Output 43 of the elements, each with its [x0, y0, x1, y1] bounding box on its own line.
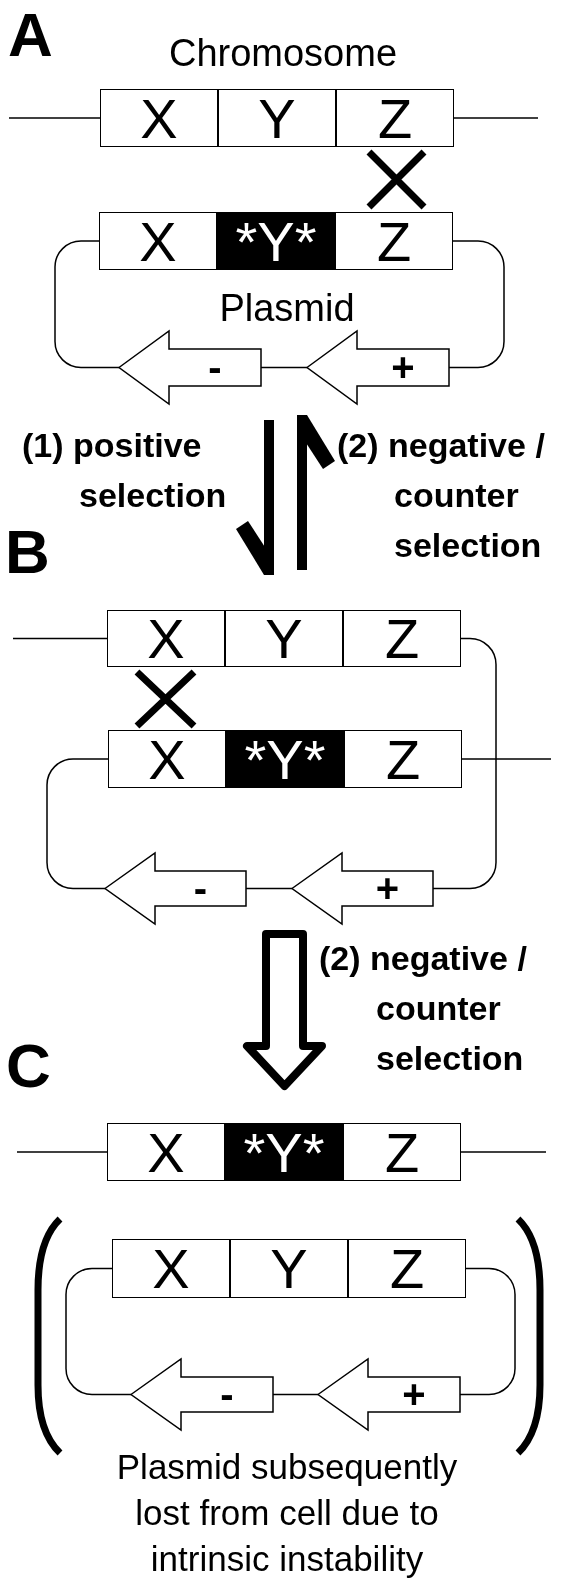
edge-label: (2) negative / counter selection	[319, 938, 528, 1079]
gene-segment: Z	[344, 730, 462, 788]
selection-marker-gene: -	[105, 853, 246, 924]
mutated-gene-segment: *Y*	[225, 1123, 343, 1181]
gene-segment: X	[107, 610, 225, 667]
dna-line	[65, 1267, 132, 1396]
plasmid-label: Plasmid	[218, 286, 356, 330]
gene-segment: Y	[225, 610, 343, 667]
dna-line	[16, 1151, 108, 1153]
gene-segment: X	[99, 212, 217, 270]
selection-marker-gene: -	[119, 331, 261, 404]
dna-line	[460, 1151, 547, 1153]
panel-letter: B	[5, 521, 50, 583]
chromosome-label: Chromosome	[167, 31, 399, 75]
gene-segment: X	[100, 89, 218, 147]
selection-marker-gene: +	[292, 853, 433, 924]
note-text: Plasmid subsequently lost from cell due to intrinsic instability	[115, 1446, 459, 1580]
panel-letter: A	[8, 4, 53, 66]
panel-letter: C	[6, 1035, 51, 1097]
gene-segment: Y	[230, 1239, 348, 1298]
dna-line	[46, 758, 109, 890]
gene-segment: Z	[335, 212, 453, 270]
edge-label: (1) positive selection	[22, 425, 228, 516]
gene-segment: Y	[218, 89, 336, 147]
selection-marker-gene: -	[131, 1359, 273, 1430]
dna-line	[453, 117, 539, 119]
gene-segment: Z	[336, 89, 454, 147]
dna-line	[8, 117, 101, 119]
mutated-gene-segment: *Y*	[217, 212, 335, 270]
gene-segment: Z	[348, 1239, 466, 1298]
edge-label: (2) negative / counter selection	[337, 425, 546, 566]
gene-segment: X	[108, 730, 226, 788]
dna-line	[461, 758, 552, 760]
gene-segment: Z	[343, 610, 461, 667]
dna-line	[12, 637, 108, 640]
gene-segment: X	[107, 1123, 225, 1181]
gene-segment: X	[112, 1239, 230, 1298]
selection-marker-gene: +	[307, 331, 449, 404]
selection-marker-gene: +	[318, 1359, 460, 1430]
gene-segment: Z	[343, 1123, 461, 1181]
block-arrow	[243, 930, 326, 1090]
mutated-gene-segment: *Y*	[226, 730, 344, 788]
dna-line	[54, 240, 120, 369]
